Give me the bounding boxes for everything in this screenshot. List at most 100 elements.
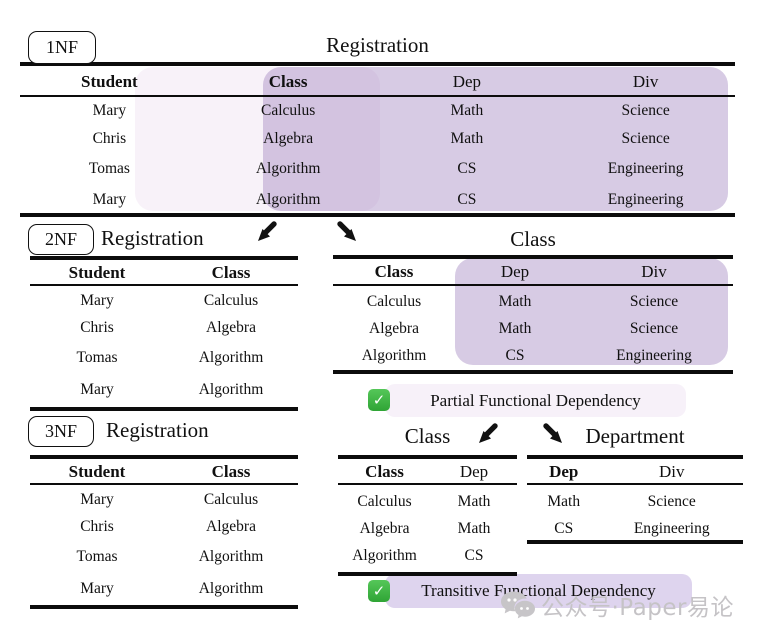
table-rule [20, 213, 735, 217]
table-cell: Mary [80, 491, 114, 508]
check-glyph: ✓ [372, 582, 386, 600]
table-cell: Science [629, 293, 679, 310]
table-cell: Math [450, 129, 484, 147]
column-header: Div [641, 262, 667, 281]
table-cell: CS [505, 347, 525, 364]
class-table-2nf: Class Dep Div Calculus Math Science Alge… [333, 255, 733, 374]
table-cell: Algorithm [198, 381, 264, 398]
table-rule [338, 483, 517, 485]
table-cell: Algorithm [255, 191, 321, 208]
table-row: Tomas Algorithm [30, 341, 298, 375]
table-cell: Tomas [76, 349, 118, 366]
table-cell: Mary [80, 381, 114, 398]
column-header: Dep [549, 462, 579, 481]
table-row: Chris Algebra [30, 315, 298, 341]
table-rule [333, 370, 733, 374]
column-header: Class [268, 71, 308, 91]
highlight-class-column [135, 67, 380, 211]
table-title-registration-1nf: Registration [326, 33, 429, 57]
table-title-registration-2nf: Registration [101, 226, 204, 250]
highlight-dep-div-columns [455, 258, 728, 365]
column-header: Dep [500, 262, 530, 281]
table-cell: Calculus [357, 493, 412, 510]
check-icon: ✓ [368, 580, 390, 602]
column-header: Student [68, 263, 126, 282]
table-cell: Math [498, 320, 532, 337]
note-label: Partial Functional Dependency [430, 390, 641, 410]
note-background [385, 574, 692, 608]
column-header: Class [365, 462, 404, 481]
table-rule [338, 572, 517, 576]
table-row: Algorithm CS Engineering [333, 342, 733, 370]
table-cell: Algorithm [255, 159, 321, 177]
table-cell: Algebra [206, 518, 256, 535]
registration-table-1nf: Student Class Dep Div Mary Calculus Math… [20, 62, 735, 217]
table-cell: Mary [80, 292, 114, 309]
table-cell: Algebra [263, 129, 314, 147]
column-header: Dep [459, 462, 489, 481]
table-row: Tomas Algorithm [30, 540, 298, 574]
badge-2nf: 2NF [28, 224, 94, 255]
header-row: Dep Div [527, 459, 743, 485]
table-rule [20, 95, 735, 97]
table-cell: Math [457, 493, 491, 510]
table-rule [333, 284, 733, 286]
table-cell: Mary [92, 102, 127, 119]
header-row: Student Class [30, 459, 298, 485]
badge-2nf-label: 2NF [44, 229, 77, 249]
table-cell: Math [457, 520, 491, 537]
watermark-text: 公众号·Paper易论 [541, 595, 734, 621]
table-cell: Calculus [203, 491, 259, 508]
chat-bubbles-icon [501, 591, 535, 618]
table-row: Tomas Algorithm CS Engineering [20, 152, 735, 185]
table-cell: Science [629, 320, 679, 337]
column-header: Student [81, 71, 138, 91]
table-rule [30, 483, 298, 485]
table-row: Algorithm CS [338, 542, 517, 570]
header-row: Student Class [30, 260, 298, 286]
table-row: Mary Algorithm [30, 375, 298, 405]
badge-1nf-label: 1NF [45, 37, 78, 57]
column-header: Class [211, 263, 251, 282]
table-row: Chris Algebra Math Science [20, 125, 735, 152]
table-cell: Algorithm [198, 349, 264, 366]
table-cell: Algebra [359, 520, 410, 537]
header-row: Class Dep [338, 459, 517, 485]
table-cell: CS [457, 159, 477, 177]
table-cell: Math [498, 293, 532, 310]
transitive-dependency-note: ✓ Transitive Functional Dependency [368, 574, 692, 608]
table-cell: Algorithm [361, 347, 427, 364]
table-cell: Calculus [366, 293, 422, 310]
table-row: Mary Calculus Math Science [20, 97, 735, 125]
table-cell: Math [547, 493, 581, 510]
table-rule [30, 455, 298, 459]
table-row: Algebra Math Science [333, 316, 733, 342]
table-title-registration-3nf: Registration [106, 418, 209, 442]
watermark: 公众号·Paper易论 [500, 588, 734, 622]
table-cell: Engineering [607, 191, 684, 208]
check-icon: ✓ [368, 389, 390, 411]
badge-3nf: 3NF [28, 416, 94, 447]
table-cell: Algorithm [352, 547, 417, 564]
table-cell: Science [621, 129, 670, 147]
class-table-3nf: Class Dep Calculus Math Algebra Math Alg… [338, 455, 517, 576]
column-header: Div [632, 71, 659, 91]
table-rule [527, 483, 743, 485]
table-cell: Chris [80, 319, 114, 336]
column-header: Class [374, 262, 414, 281]
department-table: Dep Div Math Science CS Engineering [527, 455, 743, 544]
table-rule [30, 284, 298, 286]
header-row: Student Class Dep Div [20, 67, 735, 96]
table-cell: Engineering [607, 159, 684, 177]
table-cell: Chris [80, 518, 114, 535]
table-cell: Engineering [633, 520, 710, 537]
table-row: Mary Algorithm CS Engineering [20, 185, 735, 215]
column-header: Dep [452, 71, 482, 91]
table-row: Mary Algorithm [30, 574, 298, 604]
check-glyph: ✓ [372, 391, 386, 409]
table-row: Mary Calculus [30, 287, 298, 315]
table-cell: Mary [80, 580, 114, 597]
table-cell: Algorithm [198, 580, 264, 597]
table-cell: Science [647, 493, 696, 510]
arrow-down-left-icon [258, 221, 277, 241]
